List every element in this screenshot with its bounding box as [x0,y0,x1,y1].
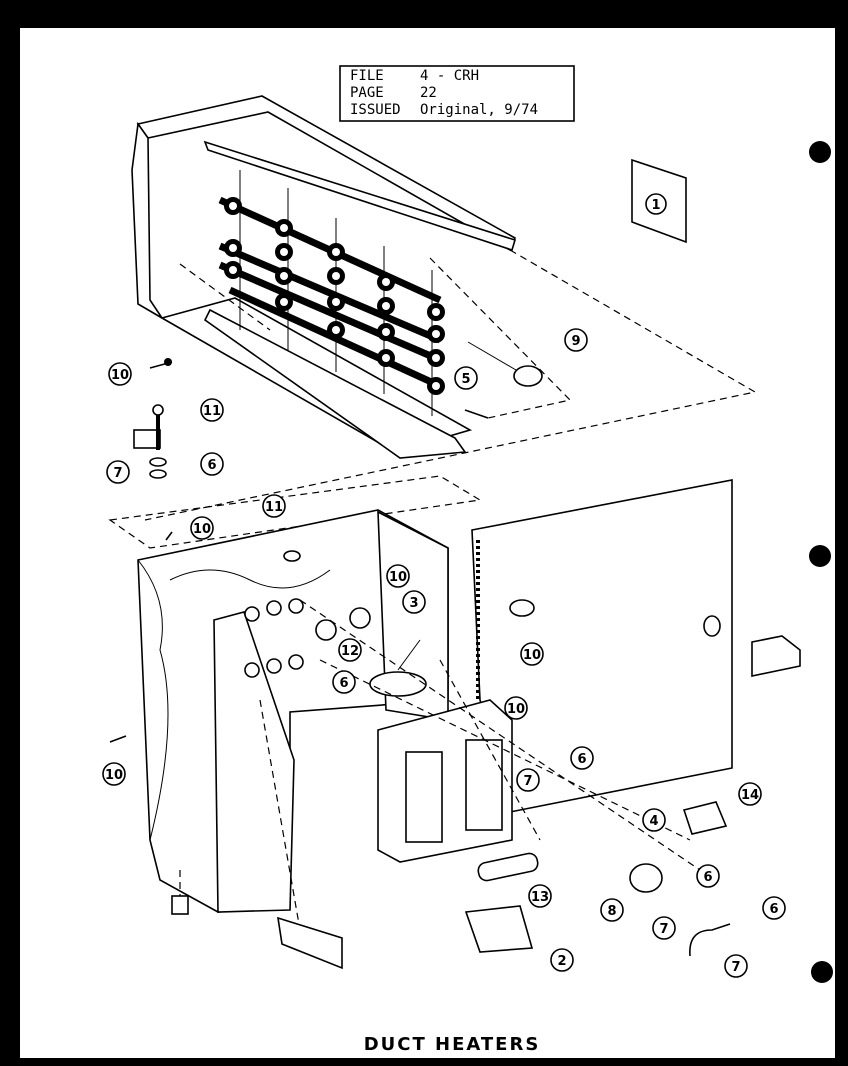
svg-text:6: 6 [577,752,586,767]
callout-14: 14 [738,782,762,806]
callout-6-b: 6 [332,670,356,694]
callout-13: 13 [528,884,552,908]
svg-text:7: 7 [731,960,740,975]
control-box-assembly [108,475,801,970]
callout-7-d: 7 [724,954,748,978]
callout-6-d: 6 [696,864,720,888]
callout-6-e: 6 [762,896,786,920]
svg-text:2: 2 [557,954,566,969]
svg-text:10: 10 [111,368,129,383]
callout-11-a: 11 [200,398,224,422]
callout-10-b: 10 [190,516,214,540]
svg-text:10: 10 [105,768,123,783]
callout-7-a: 7 [106,460,130,484]
figure-id-box: 1 [631,158,687,244]
binder-hole-bottom [811,961,833,983]
callout-6-c: 6 [570,746,594,770]
svg-text:12: 12 [341,644,359,659]
callout-12: 12 [338,638,362,662]
figure-id: 1 [651,198,660,213]
callout-10-e: 10 [504,696,528,720]
callout-10-top: 10 [108,362,132,386]
callout-10-d: 10 [520,642,544,666]
file-value: 4 - CRH [420,68,479,84]
callout-8: 8 [600,898,624,922]
title-block: FILE 4 - CRH PAGE 22 ISSUED Original, 9/… [339,65,575,122]
file-label: FILE [350,68,384,84]
svg-text:5: 5 [461,372,470,387]
svg-text:10: 10 [523,648,541,663]
callout-10-c: 10 [386,564,410,588]
svg-text:14: 14 [741,788,759,803]
callout-9: 9 [564,328,588,352]
callout-3: 3 [402,590,426,614]
mounting-bracket-small [133,404,167,479]
svg-text:9: 9 [571,334,580,349]
svg-text:7: 7 [523,774,532,789]
svg-text:11: 11 [265,500,283,515]
svg-text:10: 10 [507,702,525,717]
binder-hole-middle [809,545,831,567]
svg-text:4: 4 [649,814,658,829]
svg-text:10: 10 [193,522,211,537]
callout-7-b: 7 [516,768,540,792]
callout-2: 2 [550,948,574,972]
svg-text:7: 7 [113,466,122,481]
heater-element-assembly [131,95,757,521]
callout-6-a: 6 [200,452,224,476]
svg-text:6: 6 [769,902,778,917]
svg-text:7: 7 [659,922,668,937]
page-value: 22 [420,85,437,101]
page-label: PAGE [350,85,384,101]
callout-10-f: 10 [102,762,126,786]
binder-hole-top [809,141,831,163]
svg-text:11: 11 [203,404,221,419]
callout-7-c: 7 [652,916,676,940]
svg-text:13: 13 [531,890,549,905]
issued-label: ISSUED [350,102,401,118]
svg-text:6: 6 [207,458,216,473]
callout-11-b: 11 [262,494,286,518]
svg-text:3: 3 [409,596,418,611]
issued-value: Original, 9/74 [420,102,538,118]
svg-text:10: 10 [389,570,407,585]
svg-text:6: 6 [703,870,712,885]
diagram-caption: DUCT HEATERS [364,1034,541,1055]
svg-text:8: 8 [607,904,616,919]
callout-5: 5 [454,366,478,390]
svg-text:6: 6 [339,676,348,691]
callout-4: 4 [642,808,666,832]
